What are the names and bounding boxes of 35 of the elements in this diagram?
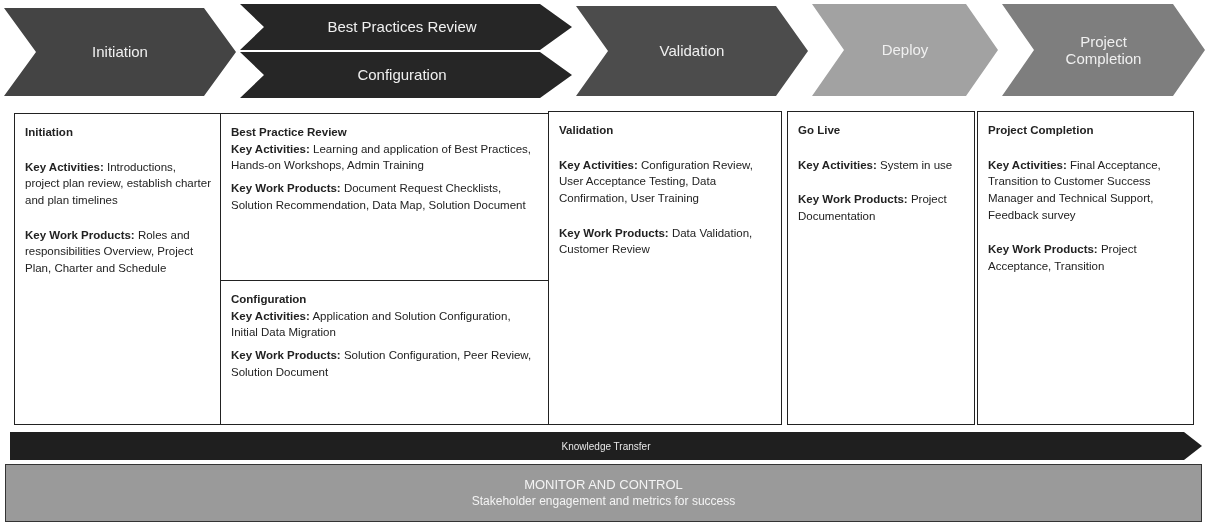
card-text: Key Activities: Final Acceptance, Transition to Customer Success Manager and Technical Support, Feedback survey <box>988 158 1161 221</box>
card-heading: Go Live <box>798 123 842 138</box>
phase-card <box>977 111 1194 425</box>
card-heading: Configuration <box>231 292 308 307</box>
card-text: Key Activities: Application and Solution Configuration, Initial Data Migration <box>231 309 511 339</box>
arrow-band <box>10 432 1202 460</box>
phase-card <box>787 111 975 425</box>
phase-card <box>220 113 550 281</box>
band-label: Knowledge Transfer <box>561 440 651 452</box>
card-text: Key Work Products: Project Documentation <box>798 193 947 222</box>
card-text: Key Work Products: Project Acceptance, Transition <box>988 243 1137 273</box>
banner-title: MONITOR AND CONTROL <box>524 477 683 494</box>
phase-label: Configuration <box>357 66 447 84</box>
card-heading: Initiation <box>25 125 74 140</box>
phase-label: Best Practices Review <box>327 18 477 36</box>
phase-card <box>220 280 550 425</box>
phase-label: Validation <box>659 42 725 60</box>
card-text: Key Activities: Introductions, project plan review, establish charter and plan timelines <box>25 160 211 206</box>
card-text: Key Work Products: Document Request Checklists, Solution Recommendation, Data Map, Solution Document <box>231 182 526 211</box>
phase-label: Deploy <box>881 41 929 59</box>
phase-label: Initiation <box>92 43 148 61</box>
phase-label: Project Completion <box>1064 32 1143 68</box>
card-text: Key Activities: Learning and application of Best Practices, Hands-on Workshops, Admin Training <box>231 142 532 172</box>
phase-card <box>14 113 222 425</box>
banner-subtitle: Stakeholder engagement and metrics for success <box>471 493 736 509</box>
card-heading: Project Completion <box>988 123 1095 138</box>
card-heading: Best Practice Review <box>231 125 348 140</box>
card-text: Key Work Products: Roles and responsibilities Overview, Project Plan, Charter and Schedule <box>25 228 194 275</box>
card-text: Key Activities: System in use <box>798 158 953 171</box>
card-text: Key Work Products: Solution Configuration, Peer Review, Solution Document <box>231 349 532 378</box>
phase-card <box>548 111 782 425</box>
card-text: Key Work Products: Data Validation, Customer Review <box>559 226 753 256</box>
banner <box>5 464 1202 522</box>
card-text: Key Activities: Configuration Review, User Acceptance Testing, Data Confirmation, User Training <box>559 158 753 204</box>
card-heading: Validation <box>559 123 615 138</box>
